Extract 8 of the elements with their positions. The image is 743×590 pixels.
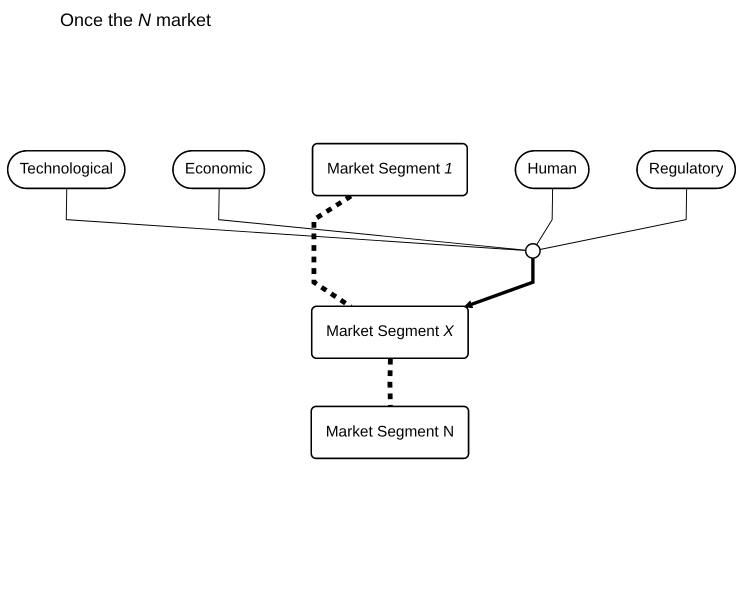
connector <box>388 358 393 407</box>
connector <box>218 188 526 251</box>
connector <box>539 188 688 250</box>
node-circle <box>524 243 541 259</box>
diagram-title: Once the N market <box>59 9 212 31</box>
connector <box>536 188 554 246</box>
connector <box>66 188 526 251</box>
arrow <box>464 258 535 308</box>
